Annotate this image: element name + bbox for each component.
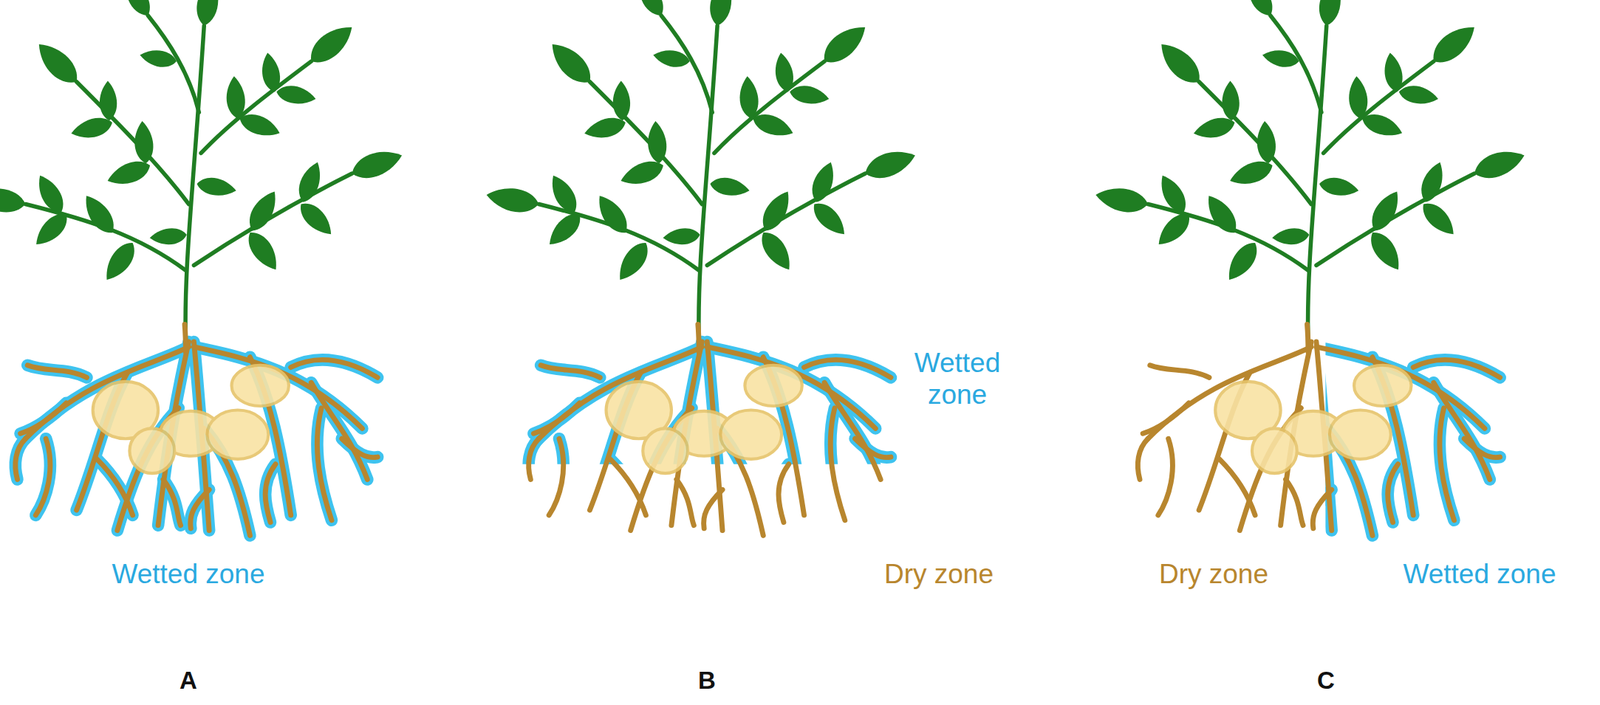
plant-side-wetted bbox=[1093, 0, 1529, 536]
zone-label: Wetted zone bbox=[893, 347, 1023, 411]
wet-root-halo bbox=[15, 342, 378, 536]
panel-letter: B bbox=[698, 667, 716, 696]
plant-top-wetted bbox=[484, 0, 919, 536]
plant-fully-wetted bbox=[0, 0, 406, 536]
roots bbox=[1137, 342, 1500, 536]
wet-root-halo bbox=[1325, 342, 1500, 536]
panel-letter: A bbox=[179, 667, 198, 696]
zone-label: Wetted zone bbox=[1402, 559, 1556, 591]
zone-label: Wetted zone bbox=[111, 559, 265, 591]
shoot bbox=[1093, 0, 1529, 353]
wet-root-halo bbox=[528, 342, 891, 465]
shoot bbox=[484, 0, 919, 353]
shoot bbox=[0, 0, 406, 353]
roots bbox=[15, 342, 378, 536]
tubers bbox=[93, 365, 289, 474]
zone-label: Dry zone bbox=[1159, 559, 1269, 591]
tubers bbox=[1215, 365, 1411, 474]
roots bbox=[528, 342, 891, 536]
tubers bbox=[606, 365, 803, 474]
panel-letter: C bbox=[1317, 667, 1335, 696]
zone-label: Dry zone bbox=[884, 559, 994, 591]
